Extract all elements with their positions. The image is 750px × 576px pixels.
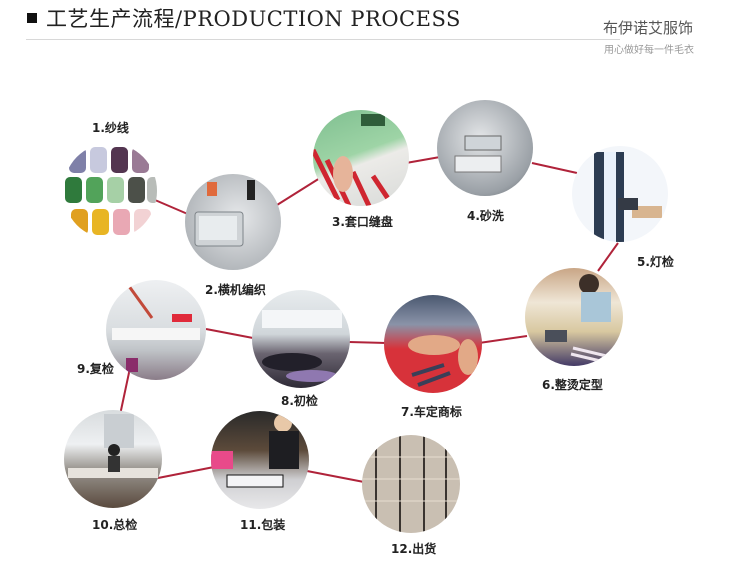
- step-7-image: [384, 295, 482, 393]
- linking-machine-icon: [313, 114, 396, 206]
- connector-2-3: [276, 177, 321, 206]
- header-divider: [26, 39, 620, 40]
- step-4-image: [437, 100, 533, 196]
- step-5-image: [572, 146, 668, 242]
- step-1-image: [63, 143, 157, 239]
- step-9-label: 9.复检: [77, 362, 114, 376]
- connector-7-8: [348, 341, 388, 344]
- connector-10-11: [157, 466, 215, 479]
- yarn-spools-icon: [65, 147, 157, 235]
- step-5-label: 5.灯检: [637, 255, 674, 269]
- connector-5-6: [597, 242, 619, 272]
- step-8-label: 8.初检: [281, 394, 318, 408]
- brand-slogan: 用心做好每一件毛衣: [604, 45, 694, 56]
- step-8-image: [252, 290, 350, 388]
- step-11-label: 11.包装: [240, 518, 286, 532]
- connector-11-12: [306, 470, 365, 483]
- step-3-image: [313, 110, 409, 206]
- connector-1-2: [154, 199, 191, 216]
- step-2-label: 2.横机编织: [205, 283, 266, 297]
- step-4-label: 4.砂洗: [467, 209, 504, 223]
- step-12-image: [362, 435, 460, 533]
- brand-name: 布伊诺艾服饰: [603, 19, 694, 37]
- step-9-image: [106, 280, 206, 380]
- initial-inspection-icon: [262, 310, 342, 382]
- step-3-label: 3.套口缝盘: [332, 215, 393, 229]
- label-sewing-icon: [408, 335, 478, 387]
- step-1-label: 1.纱线: [92, 121, 129, 135]
- connector-3-4: [405, 156, 441, 164]
- final-inspection-icon: [68, 414, 158, 478]
- step-12-label: 12.出货: [391, 542, 437, 556]
- connector-9-10: [119, 367, 131, 416]
- packaging-icon: [211, 414, 299, 488]
- light-inspection-icon: [594, 152, 662, 242]
- step-10-image: [64, 410, 162, 508]
- connector-6-7: [478, 335, 528, 344]
- page-title: 工艺生产流程/PRODUCTION PROCESS: [46, 7, 461, 31]
- step-6-label: 6.整烫定型: [542, 378, 603, 392]
- step-10-label: 10.总检: [92, 518, 138, 532]
- ironing-icon: [545, 274, 616, 366]
- header-square-icon: [27, 13, 37, 23]
- washing-machine-icon: [454, 135, 502, 173]
- step-11-image: [211, 411, 309, 509]
- connector-8-9: [205, 328, 254, 339]
- shipping-boxes-icon: [362, 435, 460, 533]
- connector-4-5: [531, 162, 578, 174]
- re-inspection-icon: [112, 281, 200, 372]
- knitting-machine-icon: [194, 180, 255, 247]
- step-2-image: [185, 174, 281, 270]
- step-6-image: [525, 268, 623, 366]
- step-7-label: 7.车定商标: [401, 405, 462, 419]
